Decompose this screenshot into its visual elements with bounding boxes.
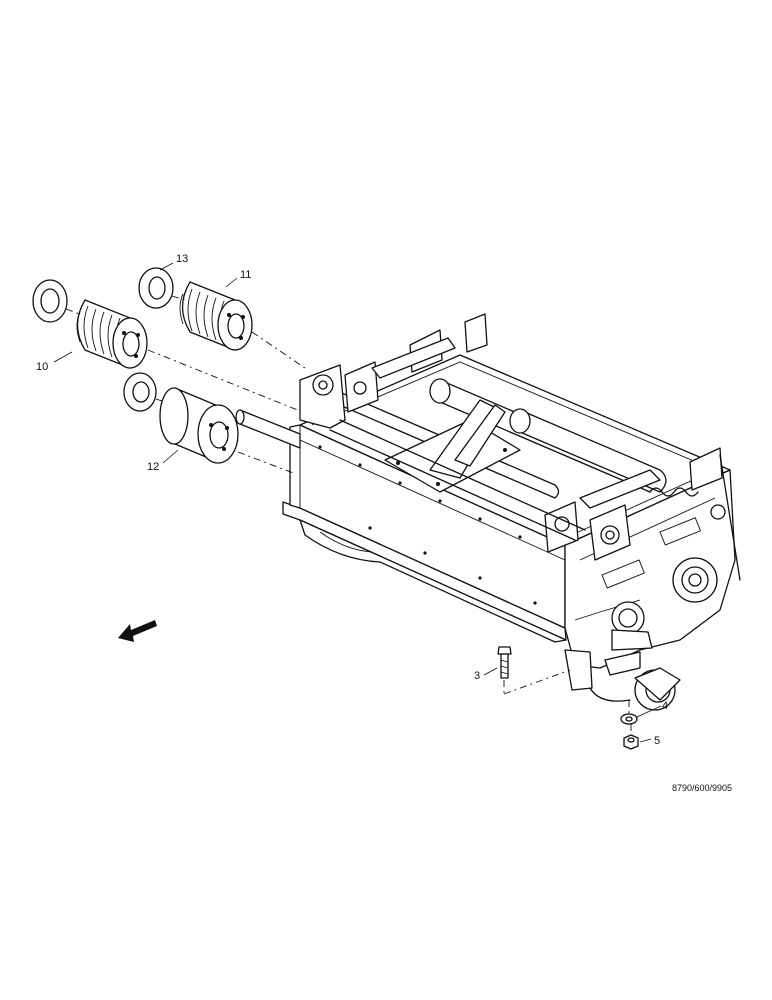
upper-rollers-and-brackets bbox=[299, 313, 741, 581]
part-11-grooved-pulley bbox=[179, 281, 253, 351]
callout-leaders bbox=[53, 262, 662, 743]
part-3-bolt bbox=[497, 646, 512, 679]
assembly-lines bbox=[65, 295, 632, 735]
drawing-reference: 8790/600/9905 bbox=[672, 783, 732, 793]
part-10-grooved-pulley bbox=[32, 279, 148, 369]
part-13-collar bbox=[138, 267, 174, 309]
part-12-drum-pulley bbox=[159, 387, 301, 464]
part-5-nut bbox=[623, 734, 639, 750]
callout-10: 10 bbox=[36, 361, 48, 373]
callout-11: 11 bbox=[240, 269, 251, 281]
chassis-frame bbox=[282, 354, 736, 711]
part-4-washer bbox=[620, 713, 638, 725]
callout-12: 12 bbox=[147, 461, 159, 473]
part-12-collar bbox=[123, 372, 157, 412]
callout-5: 5 bbox=[654, 735, 660, 747]
callout-3: 3 bbox=[474, 670, 480, 682]
callout-4: 4 bbox=[662, 700, 668, 712]
callout-13: 13 bbox=[176, 253, 188, 265]
direction-arrow-icon bbox=[118, 620, 157, 642]
